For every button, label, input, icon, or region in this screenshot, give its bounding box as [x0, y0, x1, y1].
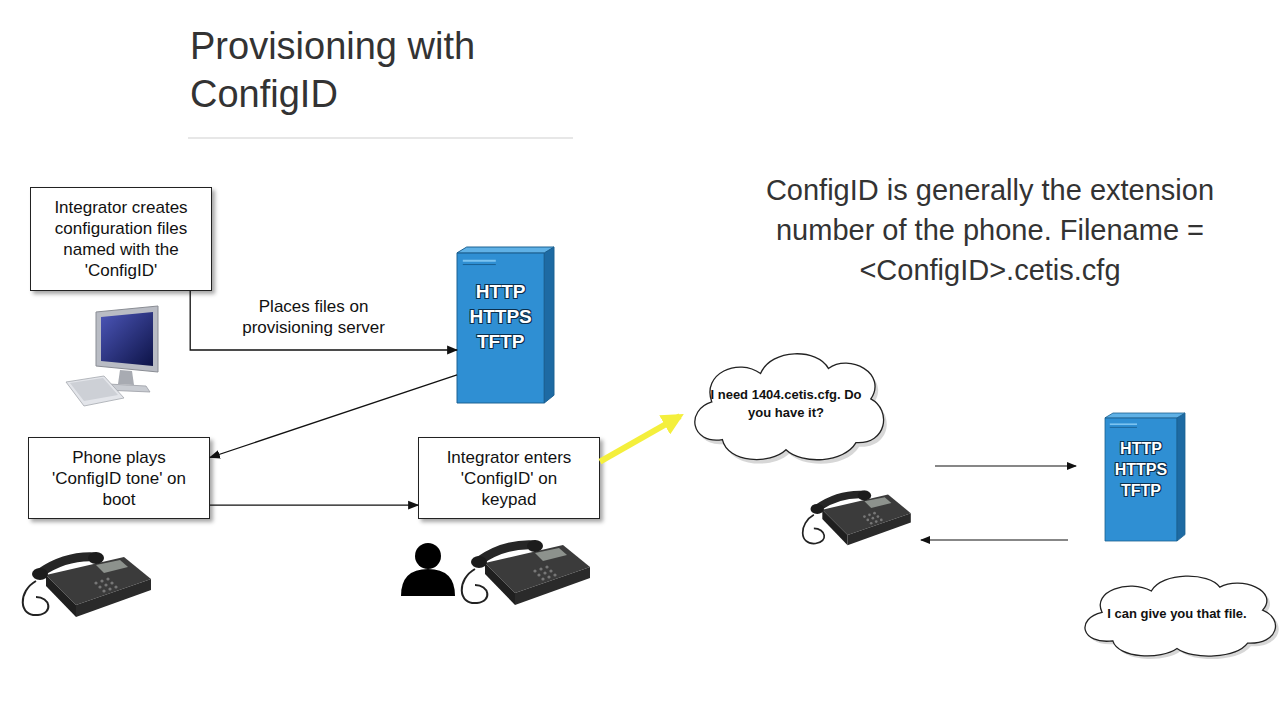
- speech-text: I can give you that file.: [1077, 605, 1277, 623]
- flow-arrow: [190, 291, 457, 350]
- request-arrow: [935, 465, 1076, 466]
- phone-icon: [803, 490, 911, 545]
- speech-cloud: I need 1404.cetis.cfg. Do you have it?: [680, 343, 892, 465]
- computer-icon: [66, 306, 158, 406]
- process-box: Integrator creates configuration files n…: [30, 187, 212, 291]
- annotation-note: ConfigID is generally the extension numb…: [715, 170, 1265, 290]
- protocol-list: HTTP HTTPS TFTP: [1105, 413, 1173, 501]
- box-text-area: Integrator creates configuration files n…: [45, 197, 197, 281]
- protocol-list: HTTP HTTPS TFTP: [457, 247, 540, 354]
- title-rule: [188, 138, 573, 139]
- process-box: Phone plays 'ConfigID tone' on boot: [28, 437, 210, 519]
- box-text: Integrator enters 'ConfigID' on keypad: [433, 447, 585, 510]
- server-shape: HTTP HTTPS TFTP: [457, 247, 554, 403]
- box-text: Integrator creates configuration files n…: [45, 197, 197, 281]
- box-text-area: Phone plays 'ConfigID tone' on boot: [43, 447, 195, 510]
- process-box: Integrator enters 'ConfigID' on keypad: [418, 437, 600, 519]
- cloud-border: [695, 354, 884, 460]
- cloud-text-area: I need 1404.cetis.cfg. Do you have it?: [680, 343, 892, 465]
- cloud-text-area: I can give you that file.: [1070, 568, 1280, 660]
- person-icon: [401, 543, 455, 596]
- speech-cloud: I can give you that file.: [1070, 568, 1280, 660]
- cloud-outline: [680, 343, 892, 465]
- speech-text: I need 1404.cetis.cfg. Do you have it?: [701, 386, 871, 422]
- flow-arrow: [210, 504, 418, 505]
- diagram-title: Provisioning with ConfigID: [190, 22, 490, 118]
- server-shape: HTTP HTTPS TFTP: [1105, 413, 1185, 541]
- box-text: Phone plays 'ConfigID tone' on boot: [43, 447, 195, 510]
- phone-icon: [462, 540, 590, 605]
- box-text-area: Integrator enters 'ConfigID' on keypad: [433, 447, 585, 510]
- arrow-label: Places files on provisioning server: [214, 296, 414, 338]
- response-arrow: [921, 539, 1068, 540]
- phone-icon: [23, 552, 151, 617]
- flow-arrow: [600, 416, 680, 461]
